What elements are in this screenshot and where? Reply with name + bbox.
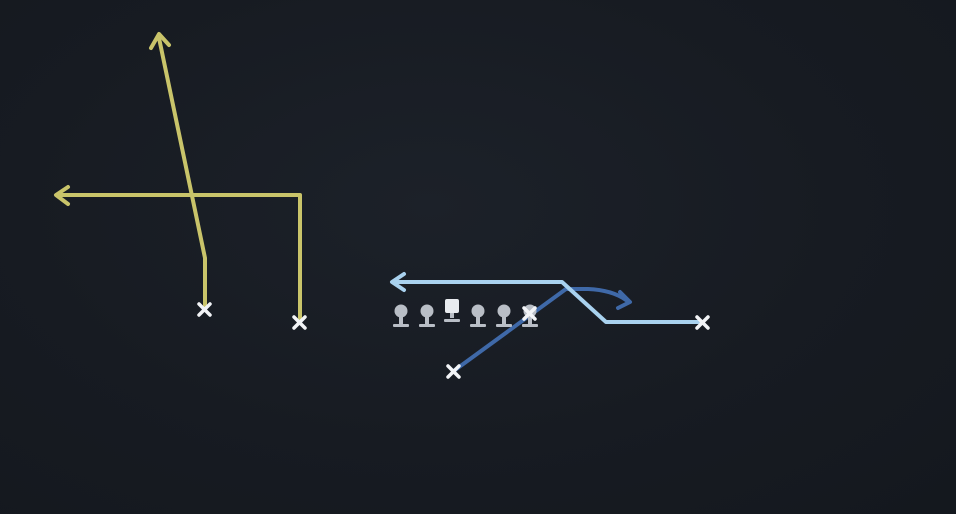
arrowhead-up-icon [149, 32, 171, 50]
x-marker-icon [695, 315, 710, 330]
arrowhead-right-icon [616, 290, 632, 310]
lineman-icon [393, 304, 409, 327]
center-icon [444, 299, 460, 322]
arrowhead-left-icon [390, 272, 406, 292]
lineman-icon [496, 304, 512, 327]
lineman-icon [470, 304, 486, 327]
route-drag-line [391, 280, 704, 324]
route-out-yellow [54, 185, 302, 320]
route-post-line [157, 36, 207, 307]
route-angle-line [453, 287, 628, 372]
x-marker-icon [522, 306, 537, 321]
route-angle-dark-blue [453, 287, 632, 372]
lineman-icon [419, 304, 435, 327]
route-post-yellow [149, 32, 207, 307]
x-marker-icon [197, 302, 212, 317]
x-marker-icon [292, 315, 307, 330]
offensive-line [393, 299, 538, 327]
arrowhead-left-icon [54, 185, 70, 206]
x-marker-icon [446, 364, 461, 379]
route-drag-light-blue [390, 272, 704, 324]
route-out-line [56, 193, 302, 320]
